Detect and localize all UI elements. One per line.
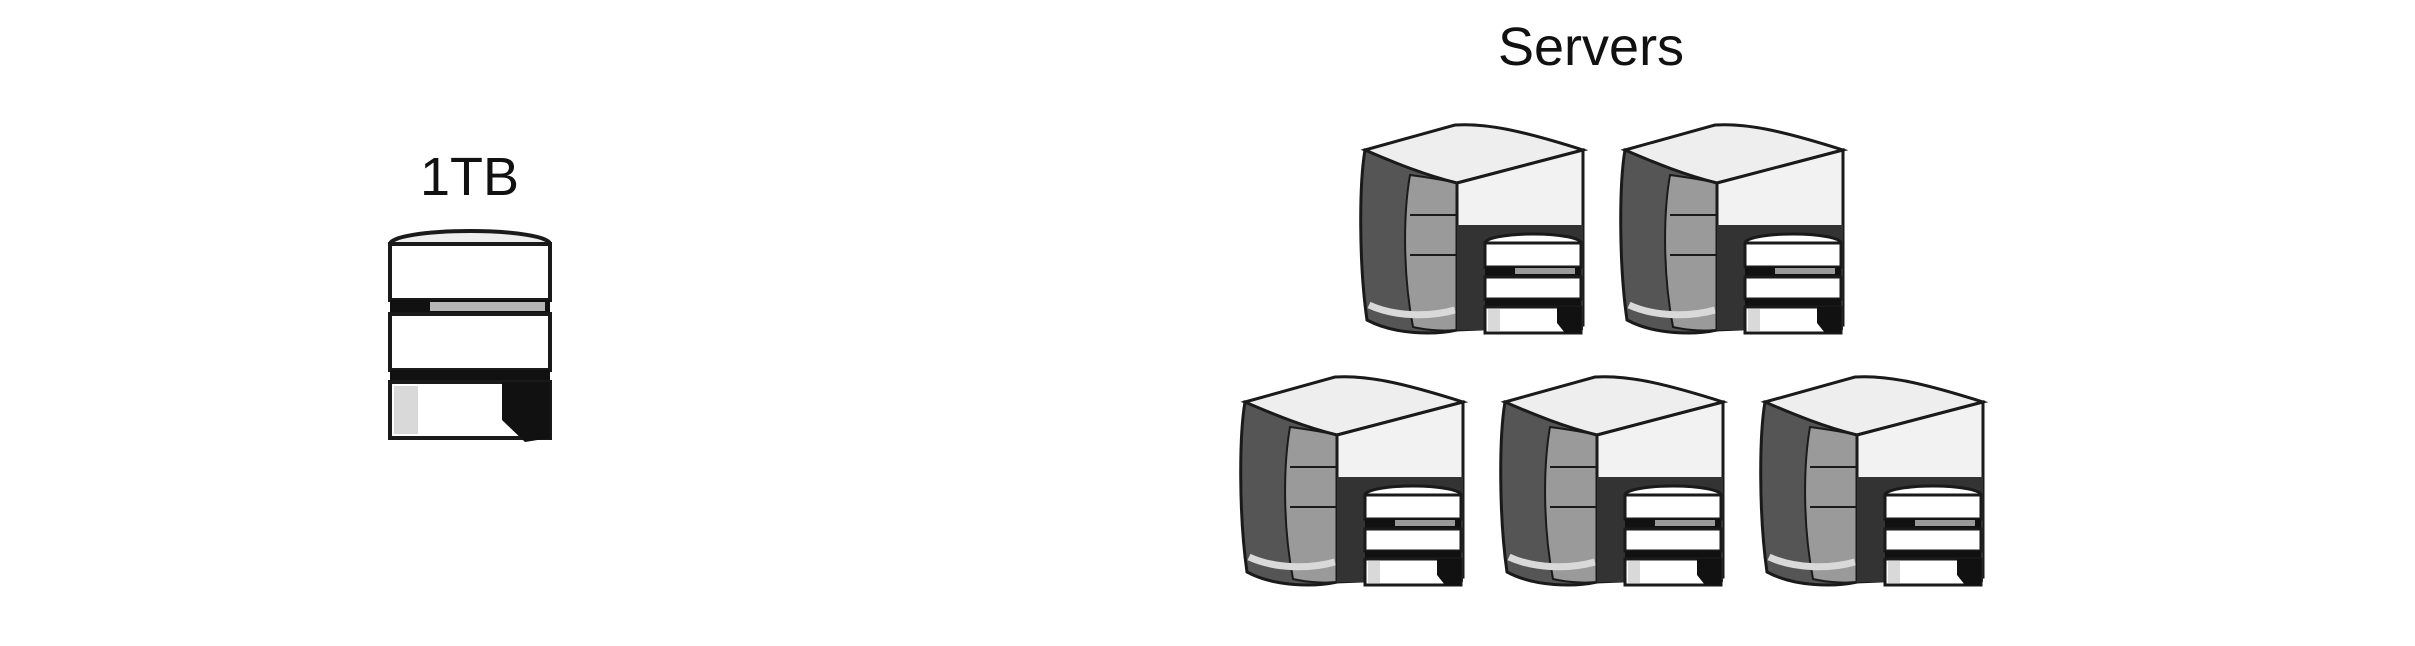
servers-title: Servers: [1498, 17, 1685, 77]
database-icon: [388, 229, 552, 442]
server-icon: [1241, 377, 1463, 585]
storage-size-label: 1TB: [420, 147, 520, 207]
server-icon: [1761, 377, 1983, 585]
server-icon: [1501, 377, 1723, 585]
server-icon: [1361, 125, 1583, 333]
server-icon: [1621, 125, 1843, 333]
